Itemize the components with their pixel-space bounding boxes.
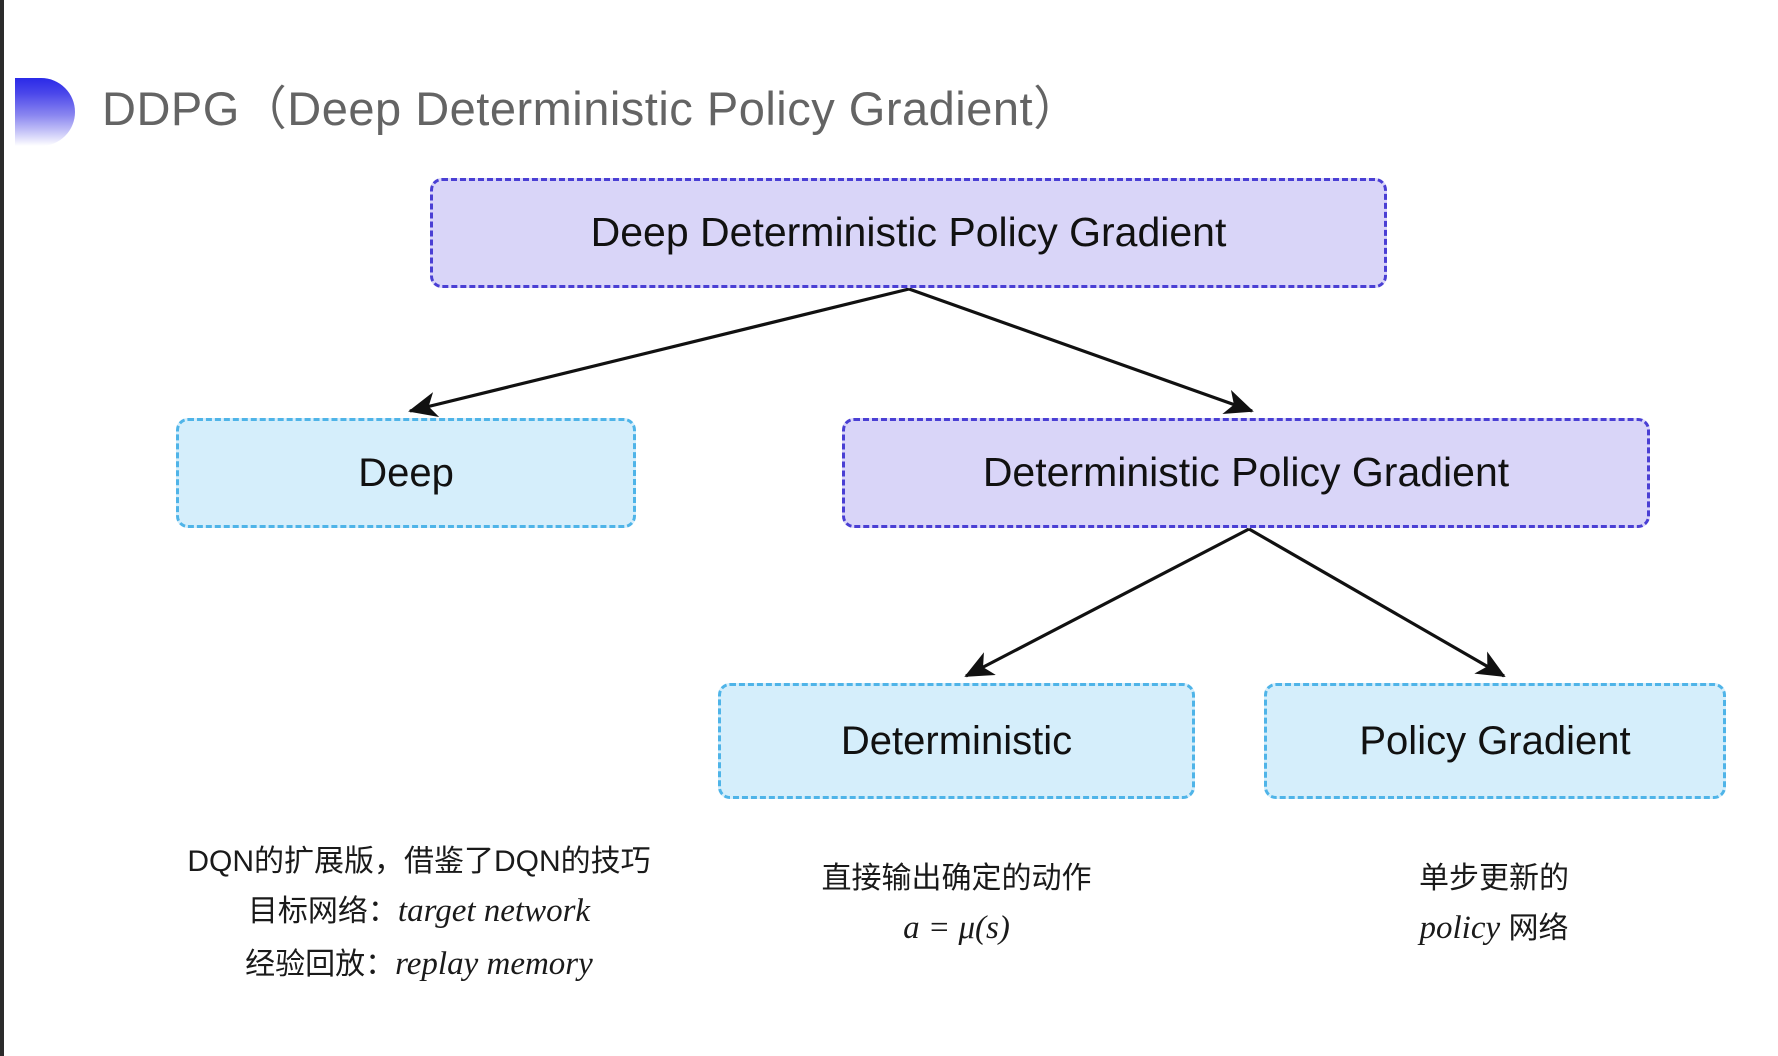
node-label: Deterministic (840, 719, 1073, 763)
caption-policy-gradient-line-2: policy 网络 (1259, 902, 1729, 954)
caption-deep: DQN的扩展版，借鉴了DQN的技巧 目标网络：target network 经验… (104, 838, 734, 990)
caption-deterministic-formula: a = μ(s) (903, 910, 1010, 947)
node-label: Deep (358, 451, 454, 495)
half-circle-bullet-icon (15, 78, 75, 146)
caption-deep-line-2-label: 目标网络： (247, 895, 398, 929)
edge-root-to-dpg (908, 287, 1254, 415)
caption-policy-gradient: 单步更新的 policy 网络 (1259, 855, 1729, 955)
caption-policy-gradient-line-1: 单步更新的 (1419, 862, 1569, 895)
caption-policy-gradient-term: policy (1419, 910, 1501, 947)
edge-dpg-to-deterministic (964, 527, 1250, 678)
caption-deep-line-2: 目标网络：target network (104, 885, 734, 937)
node-policy-gradient[interactable]: Policy Gradient (1264, 683, 1726, 799)
page-title: DDPG（Deep Deterministic Policy Gradient） (102, 82, 1081, 135)
node-label: Policy Gradient (1359, 719, 1631, 763)
node-deterministic[interactable]: Deterministic (718, 683, 1195, 799)
node-label: Deep Deterministic Policy Gradient (590, 209, 1227, 256)
caption-deep-line-3-label: 经验回放： (245, 947, 396, 981)
node-label: Deterministic Policy Gradient (982, 449, 1510, 496)
caption-deterministic-line-1: 直接输出确定的动作 (821, 862, 1092, 895)
node-deterministic-policy-gradient[interactable]: Deterministic Policy Gradient (842, 418, 1650, 528)
caption-deep-line-3: 经验回放：replay memory (104, 938, 734, 990)
caption-deterministic: 直接输出确定的动作 a = μ(s) (704, 855, 1209, 955)
caption-deep-line-2-term: target network (397, 893, 591, 930)
node-deep[interactable]: Deep (176, 418, 636, 528)
caption-deep-line-3-term: replay memory (395, 945, 593, 982)
node-deep-deterministic-policy-gradient[interactable]: Deep Deterministic Policy Gradient (430, 178, 1387, 288)
edge-root-to-deep (408, 287, 910, 418)
caption-deep-line-1: DQN的扩展版，借鉴了DQN的技巧 (187, 845, 651, 878)
caption-policy-gradient-rest: 网络 (1500, 912, 1569, 946)
edge-dpg-to-policy-gradient (1248, 527, 1506, 678)
